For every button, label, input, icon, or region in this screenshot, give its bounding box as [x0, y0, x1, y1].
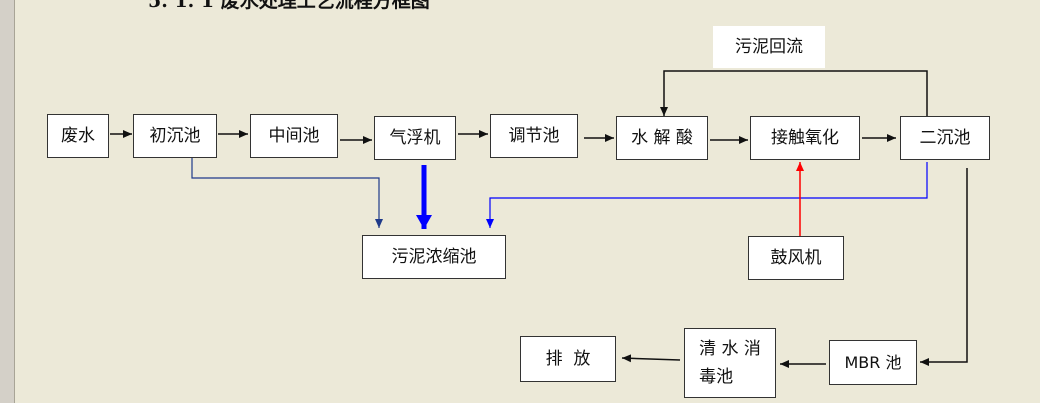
node-secondary-settling: 二沉池 [900, 116, 990, 160]
node-label-group: 清 水 消 毒池 [699, 337, 761, 389]
node-air-flotation: 气浮机 [374, 116, 456, 160]
node-label: 排 放 [545, 349, 591, 369]
node-label: 污泥浓缩池 [391, 247, 477, 267]
section-heading: 5. 1. 1 废水处理工艺流程方框图 [148, 0, 430, 12]
node-label-line1: 清 水 消 [699, 339, 761, 359]
left-gutter [0, 0, 15, 403]
node-label: 鼓风机 [770, 248, 822, 268]
node-disinfection-tank: 清 水 消 毒池 [684, 328, 776, 398]
node-contact-oxidation: 接触氧化 [750, 116, 860, 160]
node-label: 接触氧化 [771, 128, 839, 148]
node-label: 水 解 酸 [631, 128, 693, 148]
node-primary-settling: 初沉池 [133, 114, 217, 158]
sludge-return-line [660, 70, 928, 116]
node-sludge-thickener: 污泥浓缩池 [362, 235, 506, 279]
arrow-secondary-to-mbr [920, 168, 968, 366]
sludge-line-primary [191, 158, 383, 228]
node-label: 废水 [61, 126, 95, 146]
label-text: 污泥回流 [735, 37, 803, 57]
node-label: 二沉池 [919, 128, 971, 148]
node-wastewater: 废水 [47, 114, 109, 158]
sludge-line-secondary [486, 162, 928, 228]
node-label: 调节池 [508, 126, 560, 146]
node-label: 气浮机 [389, 128, 441, 148]
label-sludge-return: 污泥回流 [713, 26, 825, 68]
node-mbr-tank: MBR 池 [829, 340, 917, 385]
node-intermediate-tank: 中间池 [250, 114, 338, 158]
node-discharge: 排 放 [520, 336, 616, 382]
node-hydrolysis-acidification: 水 解 酸 [616, 116, 708, 160]
node-blower: 鼓风机 [748, 236, 844, 280]
node-label: MBR 池 [844, 352, 902, 372]
node-label: 初沉池 [149, 126, 201, 146]
node-label-line2: 毒池 [699, 367, 734, 387]
node-equalization-tank: 调节池 [490, 114, 578, 158]
arrow-disinfection-to-discharge [621, 354, 681, 363]
node-label: 中间池 [268, 126, 320, 146]
